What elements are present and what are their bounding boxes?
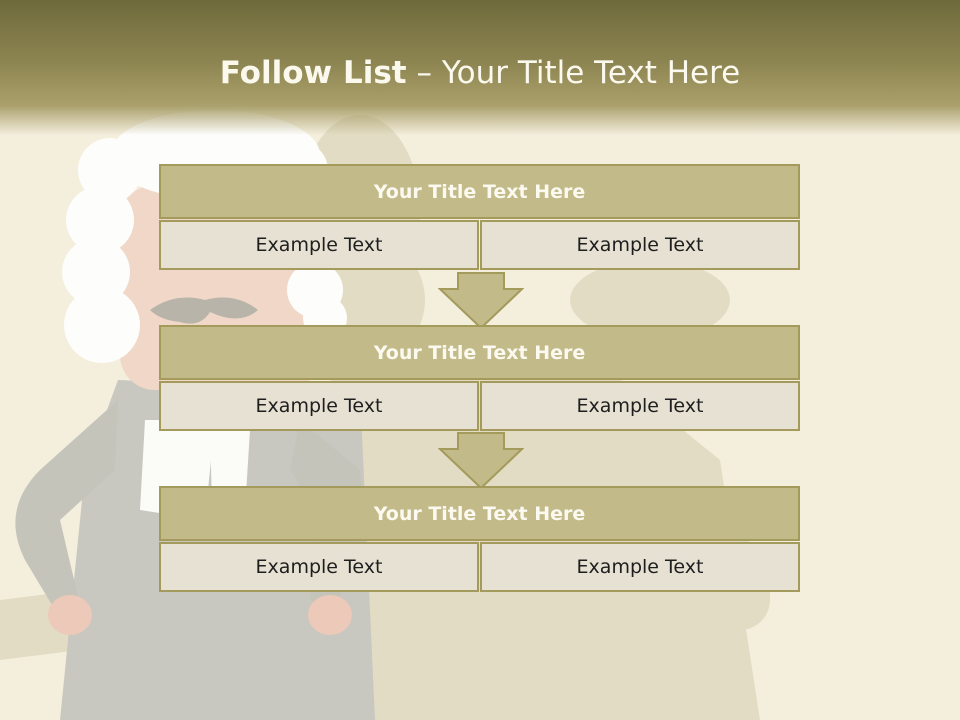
block-cell: Example Text bbox=[480, 542, 800, 592]
block-cell: Example Text bbox=[159, 381, 479, 431]
slide-title: Follow List – Your Title Text Here bbox=[0, 55, 960, 91]
slide-title-rest: – Your Title Text Here bbox=[406, 55, 741, 91]
block-row: Example Text Example Text bbox=[159, 542, 800, 592]
block-cell: Example Text bbox=[159, 542, 479, 592]
block-cell: Example Text bbox=[159, 220, 479, 270]
block-cell: Example Text bbox=[480, 381, 800, 431]
down-arrow-icon bbox=[438, 272, 524, 330]
header-band bbox=[0, 0, 960, 135]
list-block: Your Title Text Here Example Text Exampl… bbox=[159, 164, 800, 270]
slide-title-bold: Follow List bbox=[219, 55, 407, 91]
block-title: Your Title Text Here bbox=[159, 486, 800, 541]
list-block: Your Title Text Here Example Text Exampl… bbox=[159, 486, 800, 592]
down-arrow-icon bbox=[438, 432, 524, 490]
block-title: Your Title Text Here bbox=[159, 164, 800, 219]
block-cell: Example Text bbox=[480, 220, 800, 270]
block-title: Your Title Text Here bbox=[159, 325, 800, 380]
block-row: Example Text Example Text bbox=[159, 220, 800, 270]
block-row: Example Text Example Text bbox=[159, 381, 800, 431]
list-block: Your Title Text Here Example Text Exampl… bbox=[159, 325, 800, 431]
